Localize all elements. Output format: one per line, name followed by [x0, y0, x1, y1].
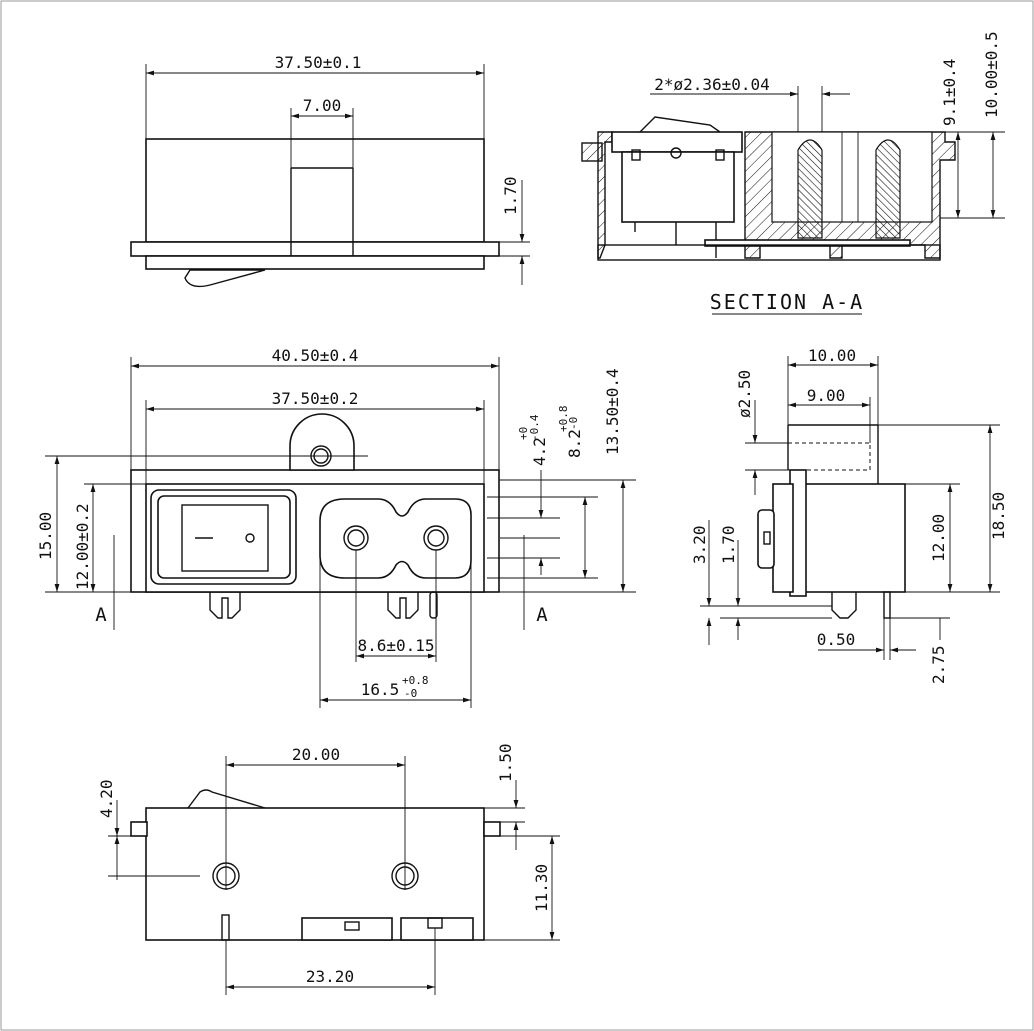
front-socket-width-label: 16.5	[361, 680, 400, 699]
bottom-view	[108, 756, 560, 995]
bottom-dim-1-5-label: 1.50	[496, 743, 515, 782]
side-dim-18-5-label: 18.50	[989, 492, 1008, 540]
bottom-dim-11-3-label: 11.30	[532, 864, 551, 912]
side-dim-0-5-label: 0.50	[817, 630, 856, 649]
front-view	[45, 357, 636, 708]
side-dim-1-7-label: 1.70	[719, 525, 738, 564]
side-dim-2-75-label: 2.75	[929, 645, 948, 684]
side-dim-9-label: 9.00	[807, 386, 846, 405]
side-dim-12-label: 12.00	[929, 514, 948, 562]
front-dim-4-2-tol-minus: -0.4	[528, 414, 541, 441]
front-height-outer-label: 15.00	[36, 512, 55, 560]
bottom-dim-4-2-label: 4.20	[97, 779, 116, 818]
side-dim-3-2-label: 3.20	[690, 525, 709, 564]
bottom-dim-20-label: 20.00	[292, 745, 340, 764]
side-view	[700, 356, 1000, 660]
front-pin-spacing-label: 8.6±0.15	[357, 636, 434, 655]
section-hole-label: 2*ø2.36±0.04	[654, 75, 770, 94]
top-view	[130, 64, 530, 288]
side-dia-label: ø2.50	[735, 370, 754, 418]
front-dim-13-5-label: 13.50±0.4	[603, 368, 622, 455]
bottom-dim-23-2-label: 23.20	[306, 967, 354, 986]
section-depth-b-label: 10.00±0.5	[982, 31, 1001, 118]
front-inner-width-label: 37.50±0.2	[272, 389, 359, 408]
section-mark-right: A	[536, 604, 548, 626]
front-dim-8-2-tol-minus: -0	[567, 417, 580, 430]
top-width-label: 37.50±0.1	[275, 53, 362, 72]
front-dim-8-2-tol-plus: +0.8	[557, 406, 570, 433]
section-mark-left: A	[95, 604, 107, 626]
side-dim-10-label: 10.00	[808, 346, 856, 365]
top-rocker-width-label: 7.00	[303, 96, 342, 115]
front-dim-4-2-label: 4.2	[530, 437, 549, 466]
front-socket-width-tol-minus: -0	[404, 687, 417, 700]
section-depth-a-label: 9.1±0.4	[940, 59, 959, 126]
front-height-inner-label: 12.00±0.2	[73, 503, 92, 590]
front-dim-4-2-tol-plus: +0	[517, 427, 530, 440]
top-flange-label: 1.70	[501, 176, 520, 215]
section-view	[581, 86, 1005, 315]
front-overall-width-label: 40.50±0.4	[272, 346, 359, 365]
section-title: SECTION A-A	[710, 290, 864, 314]
front-socket-width-tol-plus: +0.8	[402, 674, 429, 687]
front-dim-8-2-label: 8.2	[565, 429, 584, 458]
